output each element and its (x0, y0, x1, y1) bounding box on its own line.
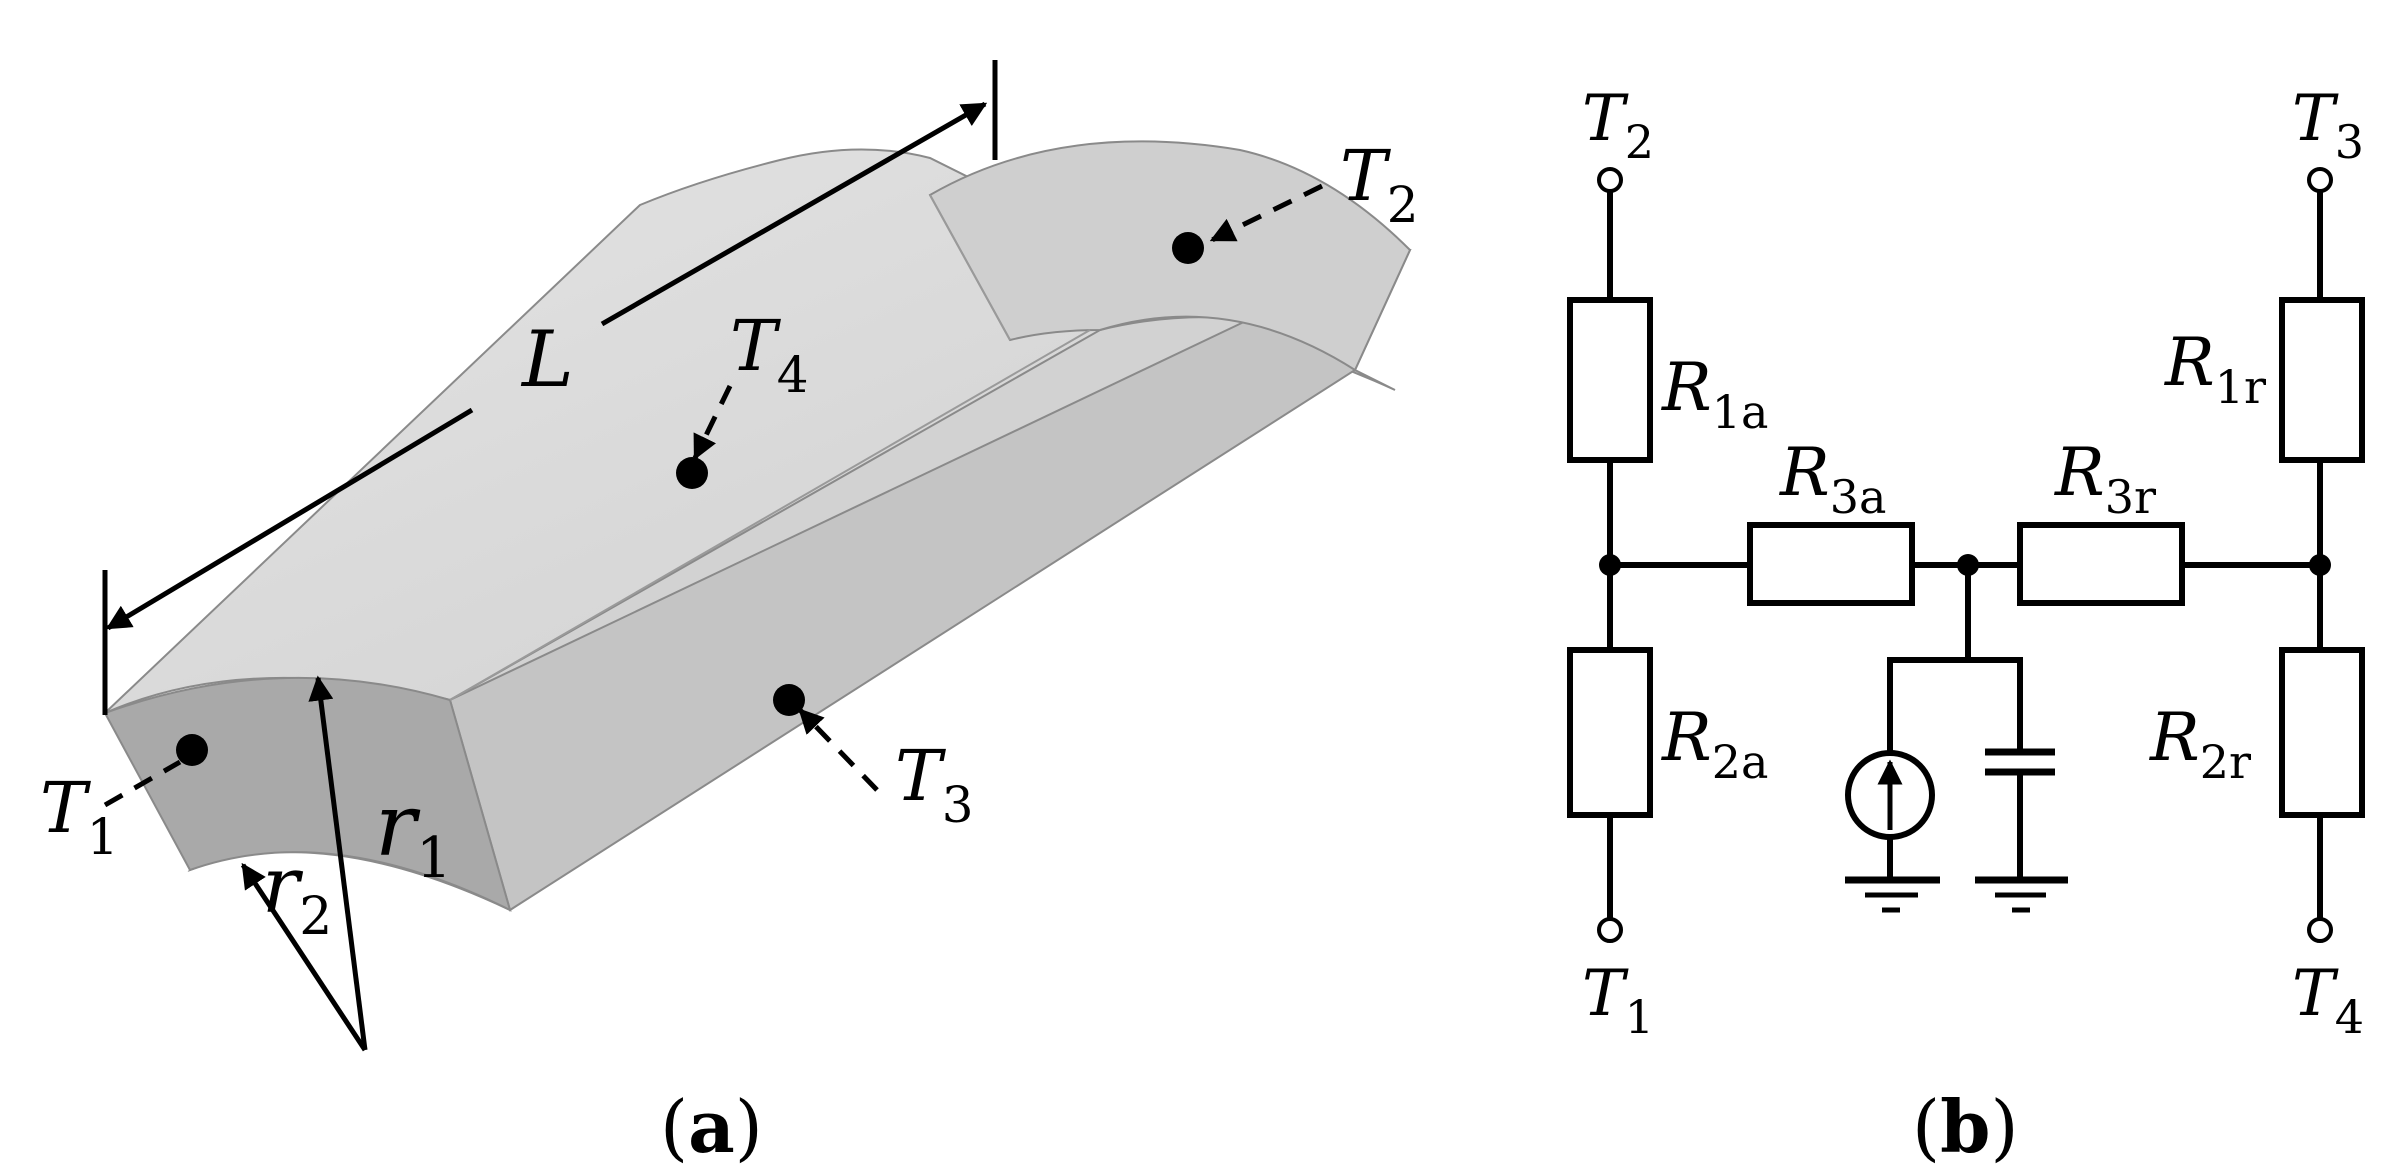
resistor-r1r (2279, 297, 2365, 463)
terminal-dot-t4 (676, 457, 708, 489)
terminal-node-t4 (2307, 917, 2333, 943)
caption-b: (b) (1912, 1084, 2019, 1169)
r1-label: r1 (375, 776, 452, 891)
label-b-t4: T4 (2292, 957, 2364, 1044)
label-r1r: R1r (2164, 324, 2266, 414)
leader-t4 (692, 384, 733, 461)
r2-label: r2 (262, 841, 332, 947)
panel-b-circuit: T2 T3 T1 T4 R1a R2a R3a R3r R1r R2r (b) (1567, 82, 2365, 1169)
label-r3a: R3a (1779, 434, 1886, 524)
label-b-t3: T3 (2292, 82, 2364, 169)
junction-left (1599, 554, 1621, 576)
block-back-end (928, 140, 1412, 372)
resistor-r1a (1567, 297, 1653, 463)
resistor-r2a (1567, 647, 1653, 818)
ground-symbol-capacitor (1975, 876, 2068, 913)
terminal-node-t1 (1597, 917, 1623, 943)
terminal-node-t3 (2307, 167, 2333, 193)
dim-line-left (105, 407, 474, 631)
label-r3r: R3r (2054, 434, 2156, 524)
terminal-node-t2 (1597, 167, 1623, 193)
r1-arrow (308, 675, 368, 1051)
junction-right (2309, 554, 2331, 576)
label-a-t3: T3 (895, 735, 974, 834)
block-ridge-line (449, 329, 1091, 701)
panel-a-drawing: L r1 r2 T1 T2 T3 T4 (a) (40, 60, 1419, 1169)
terminal-dot-t1 (176, 734, 208, 766)
leader-t1 (103, 759, 182, 808)
label-r2a: R2a (1661, 699, 1768, 789)
label-b-t1: T1 (1582, 957, 1654, 1044)
resistor-r2r (2279, 647, 2365, 818)
label-r2r: R2r (2149, 699, 2251, 789)
label-a-t1: T1 (40, 767, 119, 866)
resistor-r3a (1747, 522, 1915, 606)
terminal-dot-t2 (1172, 232, 1204, 264)
label-a-t4: T4 (730, 305, 809, 404)
block-front-face (103, 676, 512, 912)
block-back-seam (929, 194, 1011, 341)
dim-line-right (600, 101, 988, 327)
terminal-dot-t3 (773, 684, 805, 716)
r2-arrow (240, 862, 368, 1052)
ground-symbol-source (1845, 876, 1940, 913)
label-r1a: R1a (1661, 349, 1768, 439)
label-b-t2: T2 (1582, 82, 1654, 169)
caption-a: (a) (660, 1084, 763, 1169)
leader-t2 (1209, 183, 1324, 243)
label-a-t2: T2 (1340, 135, 1419, 234)
leader-t3 (798, 708, 879, 792)
length-label: L (520, 315, 574, 405)
resistor-r3r (2017, 522, 2185, 606)
